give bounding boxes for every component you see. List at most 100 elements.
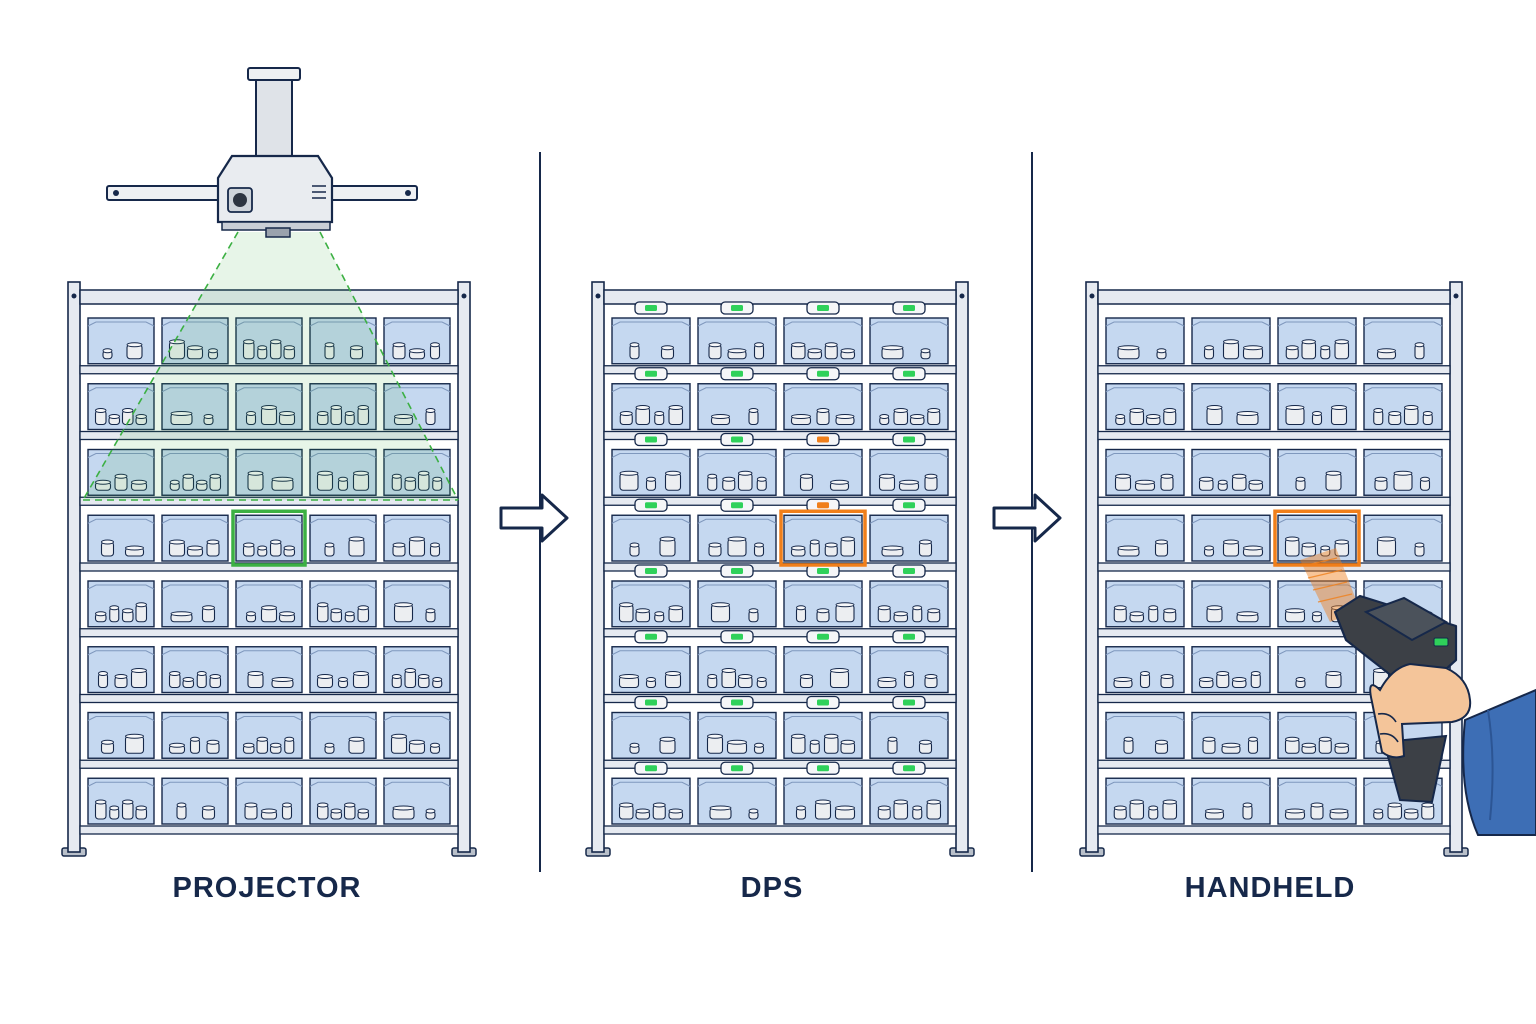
bin-item [1376, 538, 1397, 557]
bin-item [1301, 341, 1317, 360]
storage-bin [1191, 580, 1271, 628]
highlighted-bin [779, 509, 867, 567]
bin-item [618, 604, 634, 623]
shelf-beam [1097, 430, 1451, 441]
green-led-icon [817, 568, 829, 574]
lens-icon [233, 193, 247, 207]
green-led-icon [903, 765, 915, 772]
storage-bin [309, 514, 377, 562]
storage-bin [1105, 711, 1185, 759]
shelf-beam [79, 693, 459, 704]
green-led-icon [817, 305, 829, 311]
storage-bin [1105, 514, 1185, 562]
shelf-beam [1097, 365, 1451, 375]
green-led-icon [903, 305, 915, 311]
green-led-icon [817, 699, 829, 706]
green-led-icon [731, 370, 743, 377]
storage-bin [1191, 777, 1271, 825]
storage-bin [87, 514, 155, 562]
shelf-beam [603, 496, 957, 506]
bin-item [1330, 406, 1348, 426]
green-led-icon [817, 765, 829, 772]
green-led-icon [645, 436, 657, 443]
hand [1369, 662, 1472, 759]
bin-item [121, 801, 134, 820]
shelf-beam [603, 365, 957, 375]
green-led-icon [903, 370, 915, 377]
bin-item [393, 604, 414, 623]
bin-item [94, 801, 107, 820]
bin-item [1222, 341, 1240, 360]
arrow-right-icon [499, 493, 569, 543]
storage-bin [1363, 514, 1443, 562]
panel-label-projector: PROJECTOR [172, 872, 362, 904]
storage-bin [1277, 646, 1357, 694]
bin-item [835, 604, 855, 623]
bin-item [814, 801, 832, 820]
panel-label-handheld: HANDHELD [1184, 872, 1356, 904]
projected-pick-highlight [231, 509, 307, 567]
bin-item [790, 735, 806, 754]
storage-bin [309, 711, 377, 759]
handheld-scanner [1300, 548, 1536, 836]
green-led-icon [903, 436, 915, 443]
bin-item [1393, 472, 1413, 491]
bin-item [840, 538, 856, 557]
rack-post [591, 281, 605, 853]
bin-item [721, 669, 737, 689]
storage-bin [869, 711, 949, 759]
bin-item [1403, 406, 1419, 426]
storage-rack-projector [61, 281, 477, 857]
scanner-led-icon [1433, 637, 1449, 647]
arrow-right-icon [992, 493, 1062, 543]
bin-item [1206, 406, 1223, 426]
bin-item [348, 538, 365, 557]
panel-label-dps: DPS [740, 872, 804, 904]
bin-item [135, 604, 148, 623]
shelf-beam [603, 693, 957, 704]
rack-post [457, 281, 471, 853]
green-led-icon [645, 305, 657, 311]
bin-item [1285, 406, 1305, 426]
storage-bin [1277, 448, 1357, 496]
storage-bin [161, 777, 229, 825]
bin-item [635, 406, 651, 426]
green-led-icon [645, 699, 657, 706]
shelf-beam [79, 562, 459, 572]
bin-item [710, 604, 731, 623]
bin-item [619, 472, 639, 491]
green-led-icon [645, 765, 657, 772]
green-led-icon [903, 502, 915, 509]
green-led-icon [731, 305, 743, 311]
bin-item [668, 406, 684, 426]
bin-item [1162, 801, 1178, 820]
bin-item [706, 735, 724, 754]
green-led-icon [817, 370, 829, 377]
green-led-icon [645, 502, 657, 509]
scan-beam [1300, 548, 1360, 622]
shelf-beam [603, 825, 957, 835]
bin-item [316, 604, 329, 623]
green-led-icon [817, 633, 829, 640]
shelf-beam [603, 759, 957, 769]
shelf-beam [603, 430, 957, 441]
bin-item [1334, 341, 1350, 360]
bin-item [124, 735, 145, 754]
rack-post [1085, 281, 1099, 853]
shelf-beam [1097, 496, 1451, 506]
rack-post [955, 281, 969, 853]
bin-item [1325, 472, 1342, 491]
storage-bin [611, 711, 691, 759]
shelf-beam [1097, 759, 1451, 769]
green-led-icon [645, 568, 657, 574]
ceiling-projector [82, 67, 459, 501]
shelf-beam [603, 628, 957, 638]
bin-item [829, 669, 850, 689]
sleeve [1462, 688, 1536, 836]
shelf-beam [79, 430, 459, 441]
storage-bin [783, 646, 863, 694]
green-led-icon [903, 633, 915, 640]
bin-item [823, 735, 839, 754]
orange-led-icon [817, 436, 829, 443]
